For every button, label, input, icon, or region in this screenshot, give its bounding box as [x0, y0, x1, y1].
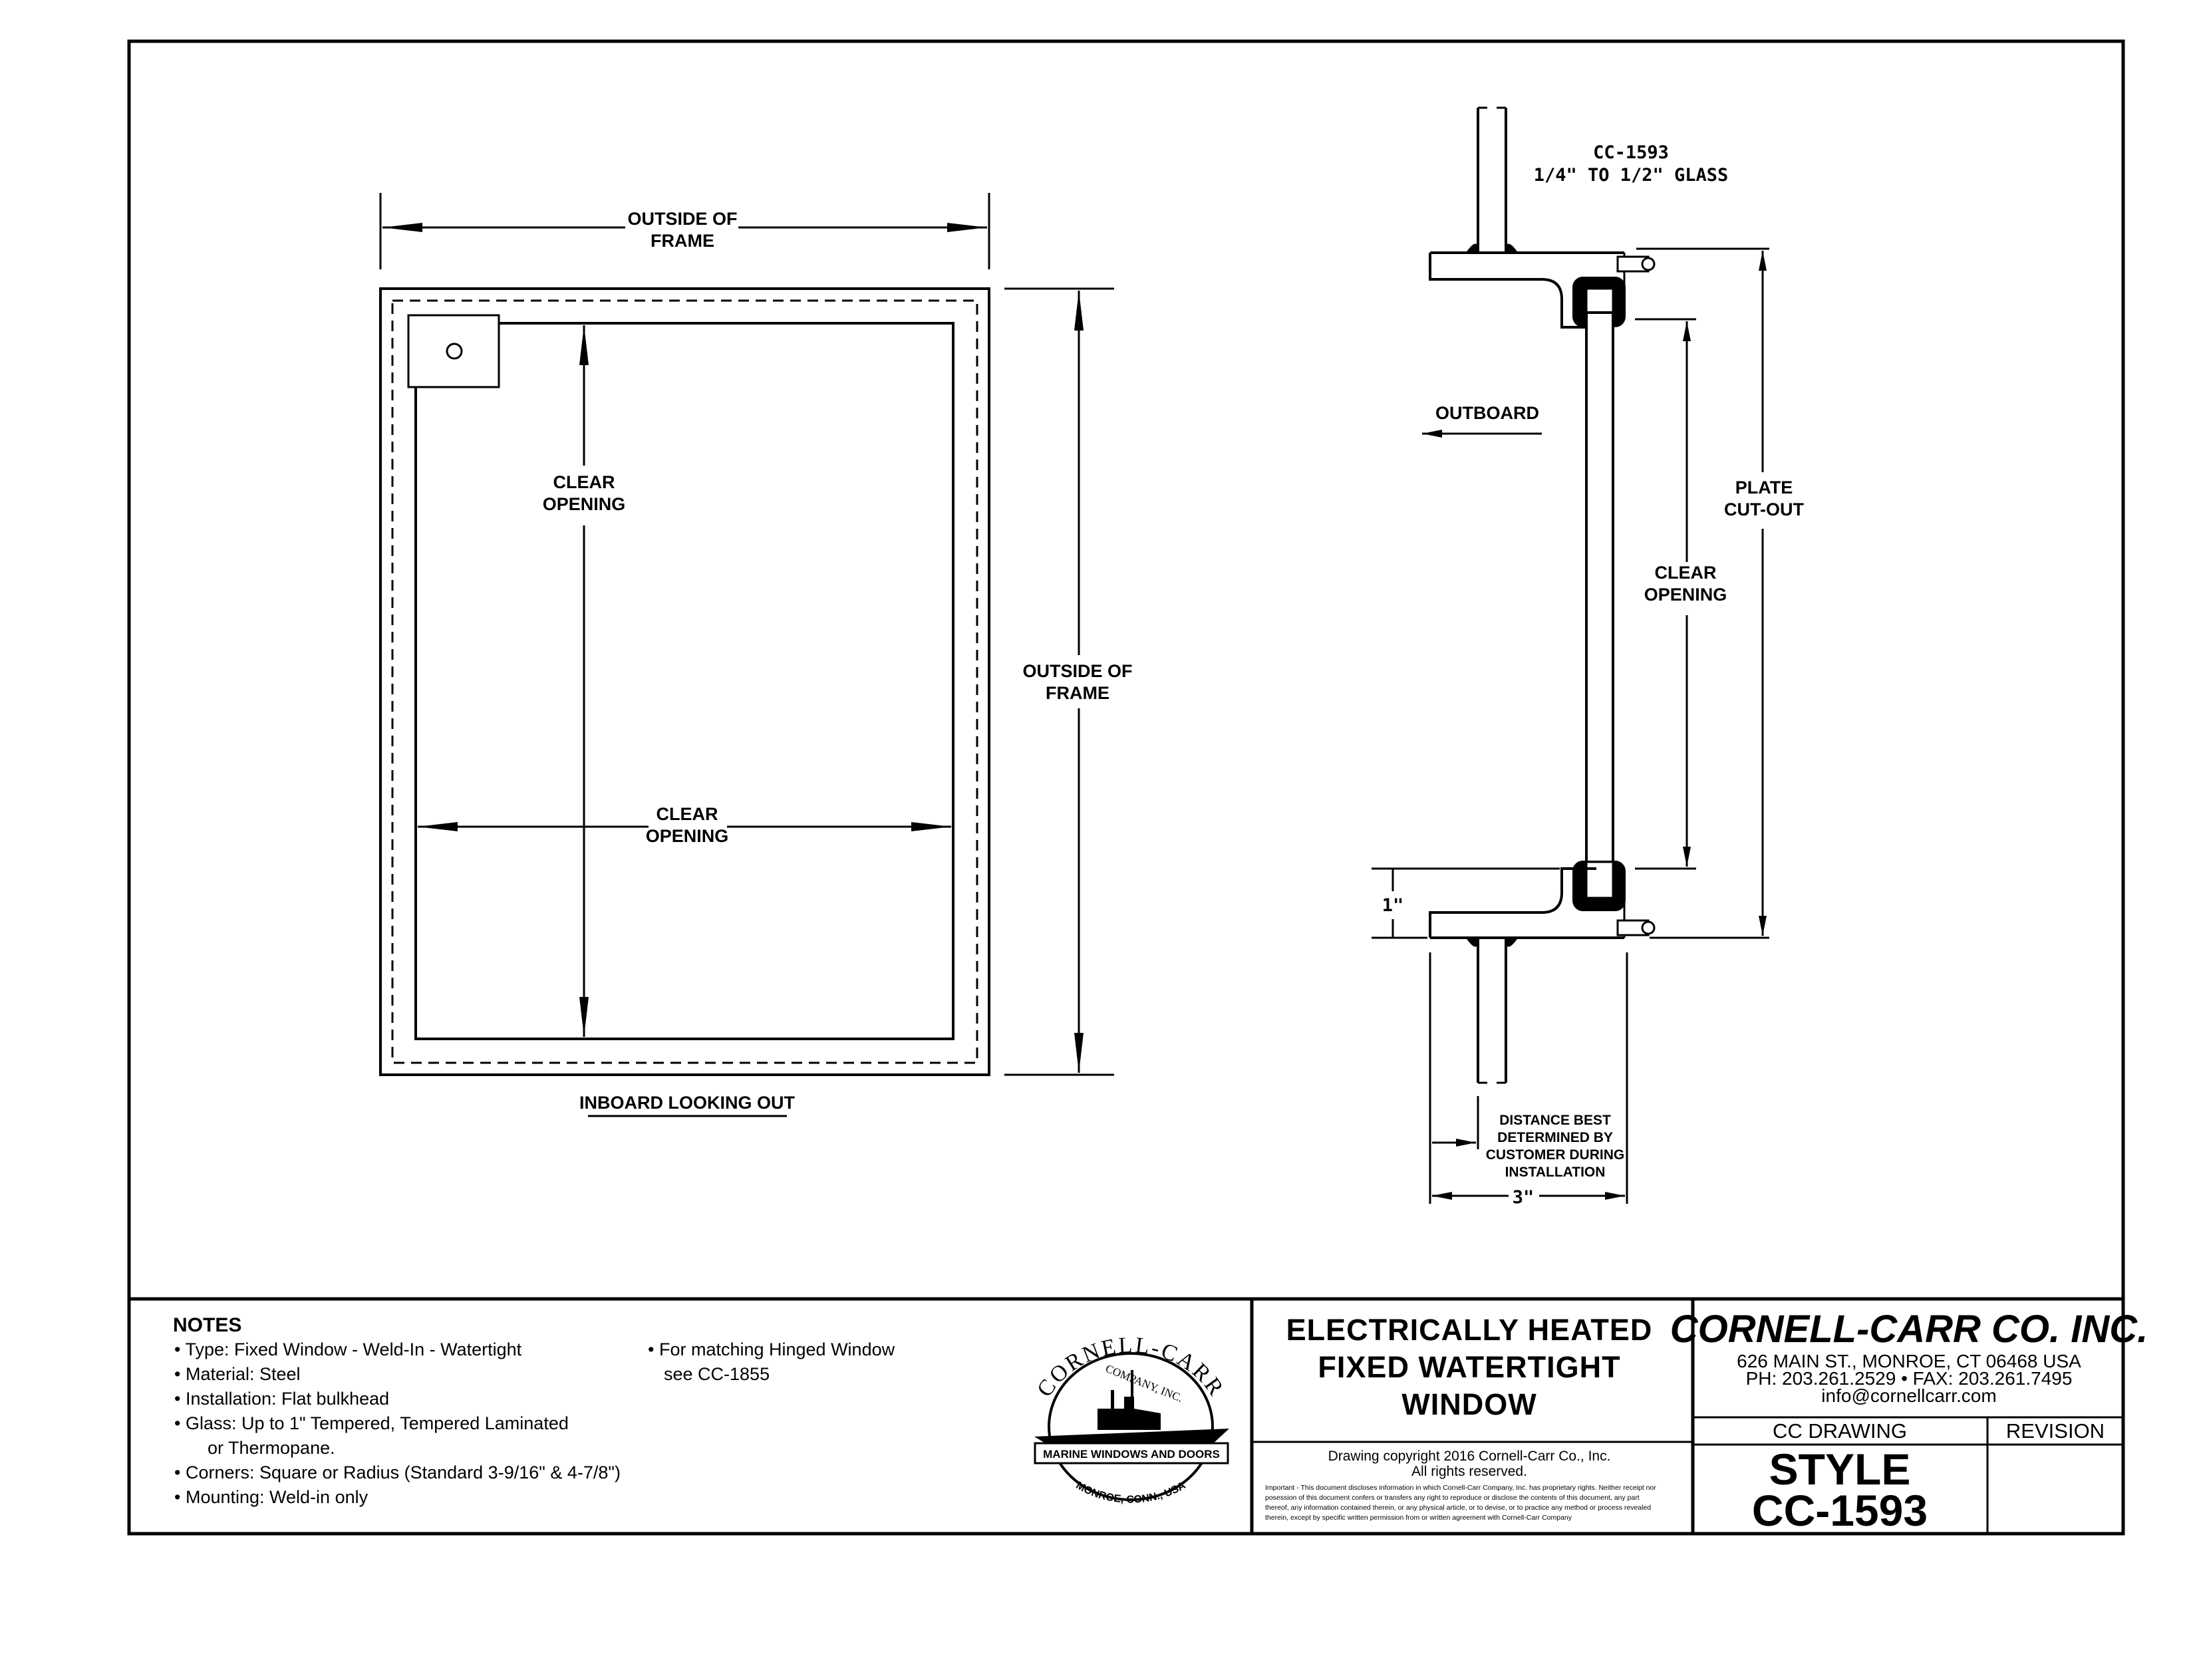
copyright-text: All rights reserved. — [1411, 1464, 1527, 1479]
logo-sub-text: COMPANY, INC. — [1103, 1362, 1184, 1405]
section-clear-opening-label: OPENING — [1644, 585, 1727, 605]
distance-note: CUSTOMER DURING — [1486, 1147, 1624, 1163]
note-side-item: see CC-1855 — [664, 1364, 770, 1384]
section-view — [1429, 106, 1656, 1084]
drawing-title: WINDOW — [1401, 1387, 1536, 1421]
bulkhead-plate-top — [1477, 108, 1507, 251]
ship-icon — [1034, 1370, 1229, 1447]
outboard-label: OUTBOARD — [1435, 403, 1539, 423]
drawing-number-header: CC DRAWING — [1773, 1419, 1907, 1443]
notes-heading: NOTES — [173, 1314, 241, 1336]
drawing-title: FIXED WATERTIGHT — [1318, 1350, 1620, 1384]
plate-cutout-label: CUT-OUT — [1724, 499, 1804, 519]
note-side-item: • For matching Hinged Window — [648, 1339, 895, 1359]
bulkhead-plate-bottom — [1477, 939, 1507, 1083]
section-clear-opening-label: CLEAR — [1655, 563, 1717, 583]
heater-junction-box — [407, 314, 500, 388]
logo-oval — [1048, 1352, 1214, 1501]
legal-notice: Important - This document discloses info… — [1265, 1484, 1656, 1492]
drawing-border — [127, 39, 2125, 1536]
note-item: • Type: Fixed Window - Weld-In - Waterti… — [174, 1339, 522, 1359]
company-email: info@cornellcarr.com — [1821, 1385, 1996, 1406]
three-inch-label: 3" — [1513, 1187, 1535, 1208]
glass-spec-label: 1/4" TO 1/2" GLASS — [1534, 165, 1729, 186]
title-block: ELECTRICALLY HEATED FIXED WATERTIGHT WIN… — [1250, 1299, 2148, 1535]
screw-nut-icon — [1641, 920, 1656, 935]
outside-height-label: OUTSIDE OF — [1022, 661, 1132, 681]
distance-note: DISTANCE BEST — [1499, 1113, 1611, 1128]
note-item: • Corners: Square or Radius (Standard 3-… — [174, 1463, 621, 1482]
outside-width-label: FRAME — [651, 231, 714, 251]
distance-note: INSTALLATION — [1505, 1165, 1606, 1180]
logo-banner-text: MARINE WINDOWS AND DOORS — [1043, 1448, 1220, 1461]
terminal-hole-icon — [446, 343, 463, 360]
company-name: CORNELL-CARR CO. INC. — [1670, 1308, 2148, 1351]
notes-section: NOTES • Type: Fixed Window - Weld-In - W… — [173, 1314, 895, 1507]
company-phone: PH: 203.261.2529 • FAX: 203.261.7495 — [1746, 1368, 2073, 1389]
legal-notice: therein, except by specific written perm… — [1265, 1514, 1572, 1522]
legal-notice: posession of this document confers or tr… — [1265, 1494, 1640, 1502]
note-item: • Glass: Up to 1" Tempered, Tempered Lam… — [174, 1413, 569, 1433]
company-logo: CORNELL-CARR COMPANY, INC. MARINE WINDOW… — [1032, 1333, 1229, 1506]
section-dimensions: PLATE CUT-OUT CLEAR OPENING CC-1593 1/4"… — [1372, 142, 1804, 1208]
clear-width-label: OPENING — [646, 826, 729, 846]
glass-pane — [1585, 311, 1614, 879]
glass-spec-label: CC-1593 — [1593, 142, 1669, 163]
legal-notice: thereof, any information contained there… — [1265, 1504, 1651, 1512]
outside-width-label: OUTSIDE OF — [627, 209, 737, 229]
drawing-style: STYLE — [1769, 1445, 1911, 1494]
frame-flange-top — [1429, 251, 1624, 329]
plate-cutout-label: PLATE — [1735, 478, 1793, 497]
revision-header: REVISION — [2006, 1419, 2105, 1443]
copyright-text: Drawing copyright 2016 Cornell-Carr Co.,… — [1328, 1449, 1611, 1464]
note-item: • Material: Steel — [174, 1364, 301, 1384]
logo-bottom-text: MONROE, CONN., USA — [1074, 1480, 1188, 1506]
clear-height-label: CLEAR — [553, 472, 615, 492]
clear-height-label: OPENING — [543, 494, 626, 514]
weld-bead — [1465, 243, 1519, 254]
outside-height-label: FRAME — [1046, 683, 1109, 703]
front-view: OUTSIDE OF FRAME OUTSIDE OF FRAME CLEAR … — [379, 193, 1133, 1117]
drawing-title: ELECTRICALLY HEATED — [1286, 1313, 1653, 1347]
one-inch-label: 1" — [1382, 895, 1404, 916]
drawing-number: CC-1593 — [1752, 1486, 1928, 1535]
outer-frame — [379, 287, 990, 1076]
frame-flange-bottom — [1429, 867, 1624, 939]
clear-opening-outline — [414, 322, 954, 1040]
company-address: 626 MAIN ST., MONROE, CT 06468 USA — [1737, 1351, 2081, 1371]
note-item: • Installation: Flat bulkhead — [174, 1389, 389, 1409]
logo-banner — [1034, 1442, 1229, 1465]
screw-nut-icon — [1641, 257, 1656, 271]
distance-note: DETERMINED BY — [1497, 1130, 1613, 1145]
note-item: or Thermopane. — [208, 1438, 335, 1458]
view-caption: INBOARD LOOKING OUT — [579, 1093, 795, 1113]
weld-line — [391, 299, 978, 1064]
clear-width-label: CLEAR — [657, 804, 718, 824]
note-item: • Mounting: Weld-in only — [174, 1487, 368, 1507]
